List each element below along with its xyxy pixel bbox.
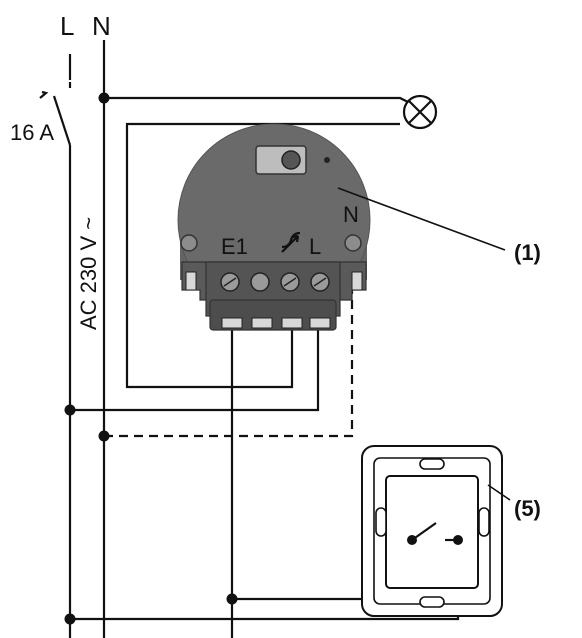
supply-voltage-label: AC 230 V ~ — [76, 217, 101, 330]
callout-leader-5 — [487, 484, 511, 501]
wire-neutral-lamp — [104, 96, 413, 105]
dimmer-actuator — [177, 123, 371, 331]
dimmer-arrow-icon — [281, 231, 301, 253]
wire-neutral-dashed — [104, 290, 354, 438]
callout-label-5: (5) — [514, 496, 541, 521]
wire-phase-l — [70, 330, 320, 412]
junction-dot — [64, 404, 76, 416]
terminal-label-l: L — [309, 234, 321, 259]
label-phase: L — [60, 11, 74, 41]
callout-label-1: (1) — [514, 240, 541, 265]
junction-dot — [98, 92, 110, 104]
lamp-icon — [402, 94, 438, 130]
breaker-switch — [39, 82, 72, 146]
callout-leader-1 — [337, 187, 506, 251]
wire-lamp-return — [125, 122, 400, 389]
label-neutral: N — [92, 11, 111, 41]
terminal-label-e1: E1 — [221, 234, 248, 259]
breaker-rating: 16 A — [10, 120, 54, 145]
extension-unit — [361, 445, 503, 617]
terminal-label-n: N — [343, 202, 359, 227]
junction-dot — [226, 593, 238, 605]
junction-dot — [64, 613, 76, 625]
junction-dot — [98, 430, 110, 442]
